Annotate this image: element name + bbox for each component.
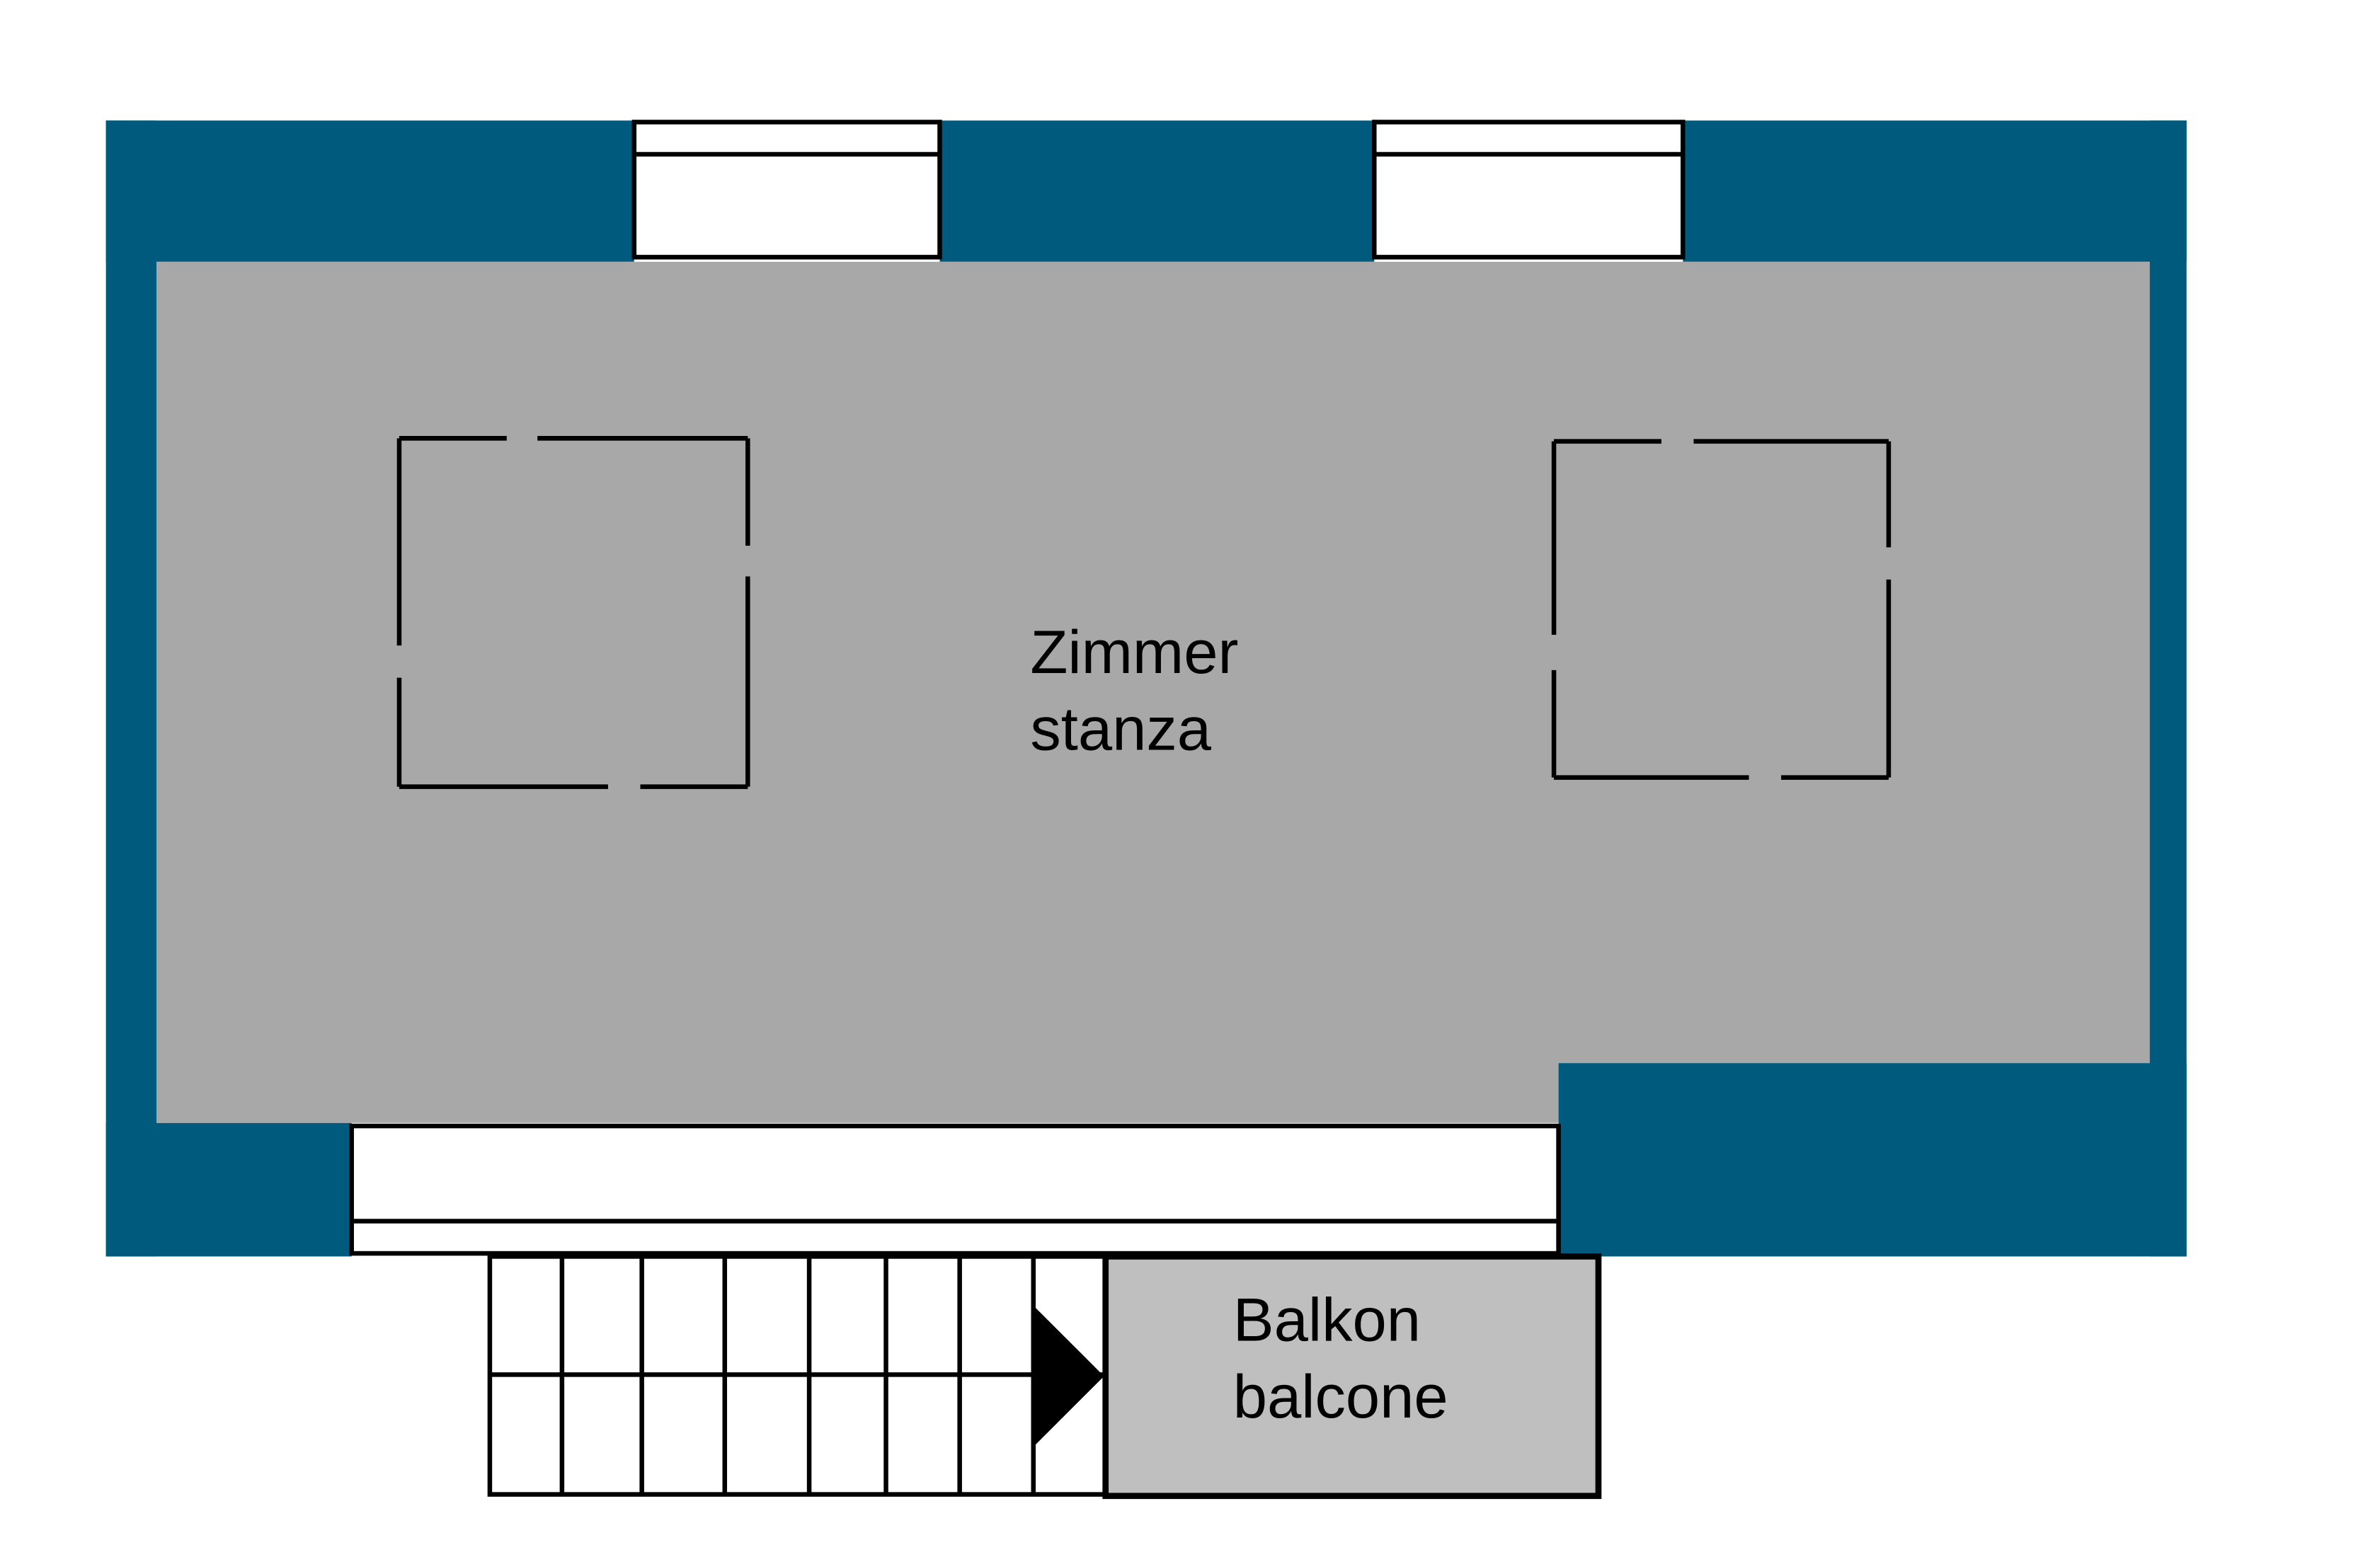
wall-top-middle	[939, 120, 1375, 262]
room-label-balcony-de: Balkon	[1233, 1286, 1421, 1355]
wall-top-left	[105, 120, 634, 262]
stairs-direction-arrow	[1033, 1305, 1104, 1447]
window-bottom	[349, 1123, 1561, 1256]
window-frame	[1372, 120, 1686, 260]
stairs	[487, 1254, 1110, 1497]
walls	[105, 120, 2187, 1257]
balcony-floor	[1102, 1253, 1602, 1500]
wall-bottom-right-block	[1558, 1063, 2187, 1257]
window-frame	[631, 120, 942, 260]
skylight-right	[1551, 439, 1892, 780]
room-label-balcony-it: balcone	[1233, 1362, 1448, 1431]
room-label-main-it: stanza	[1030, 695, 1211, 764]
window-top-left	[631, 120, 942, 260]
stair-steps	[559, 1256, 1036, 1495]
window-top-right	[1372, 120, 1686, 260]
wall-top-right	[1683, 120, 2187, 262]
window-frame	[349, 1123, 1561, 1256]
room-floor-zimmer	[156, 261, 2150, 1123]
wall-bottom-left	[105, 1122, 352, 1257]
room-label-main-de: Zimmer	[1030, 618, 1238, 686]
wall-left	[105, 120, 157, 1257]
skylight-left	[396, 436, 750, 789]
